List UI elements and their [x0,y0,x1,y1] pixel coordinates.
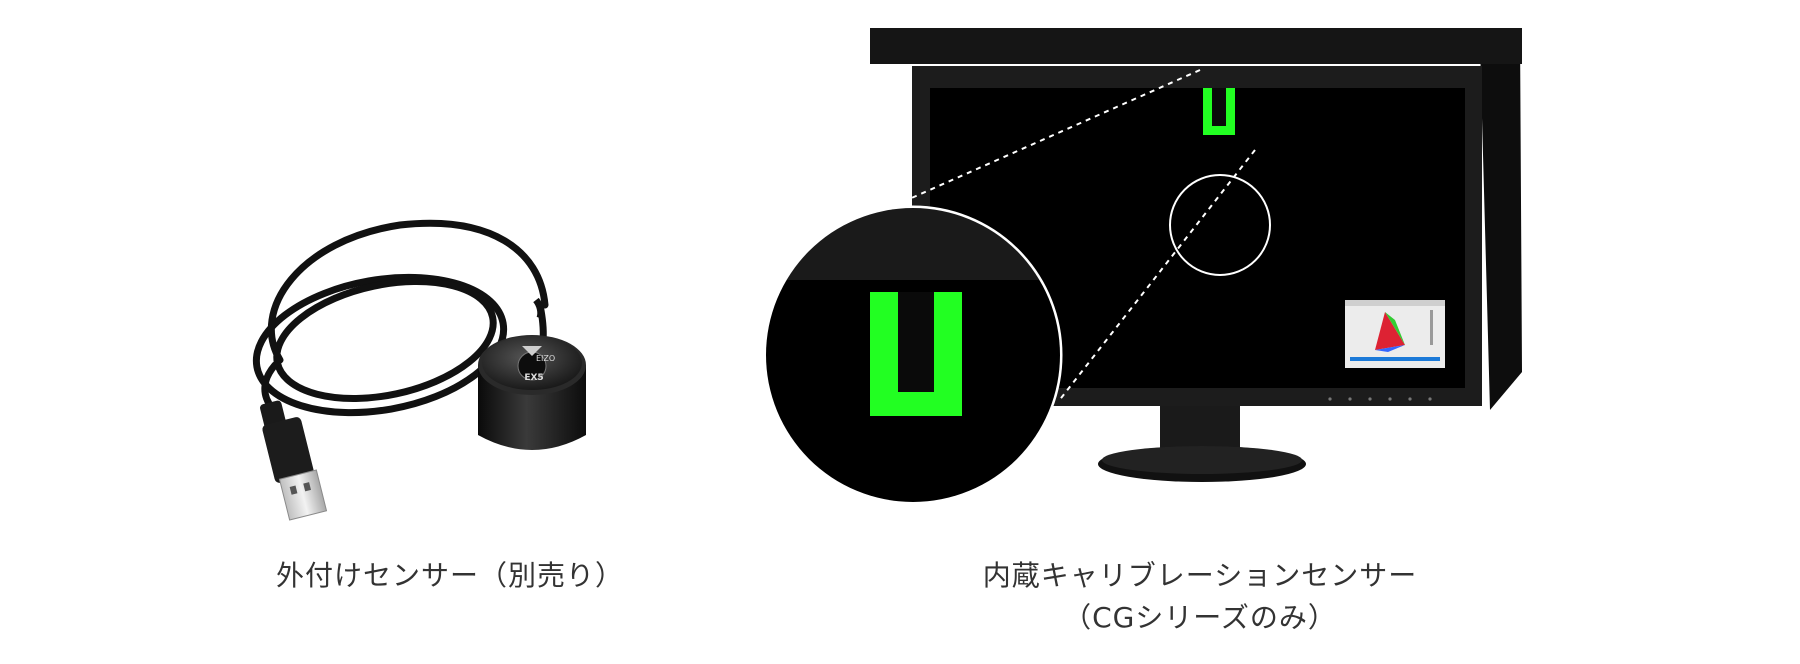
caption-builtin-sensor: 内蔵キャリブレーションセンサー （CGシリーズのみ） [850,555,1550,639]
sensor-model-text: EX5 [524,373,543,383]
sensor-puck: EIZO EX5 [478,335,586,450]
highlight-circle [1169,174,1271,276]
external-sensor-image: EIZO EX5 [252,219,586,521]
caption-builtin-line1: 内蔵キャリブレーションセンサー [982,559,1418,592]
caption-builtin-line2: （CGシリーズのみ） [1063,601,1337,634]
monitor-stand [1098,395,1306,482]
calibration-window [1345,300,1445,368]
usb-plug [260,400,328,521]
sensor-arrow-icon [522,346,542,356]
sensor-logo-text: EIZO [536,354,555,363]
builtin-sensor-small [1203,88,1235,135]
zoom-detail [763,205,1063,505]
caption-external-sensor: 外付けセンサー（別売り） [275,559,624,592]
zoom-guide-lines [879,69,1256,403]
monitor-buttons [1328,397,1432,401]
